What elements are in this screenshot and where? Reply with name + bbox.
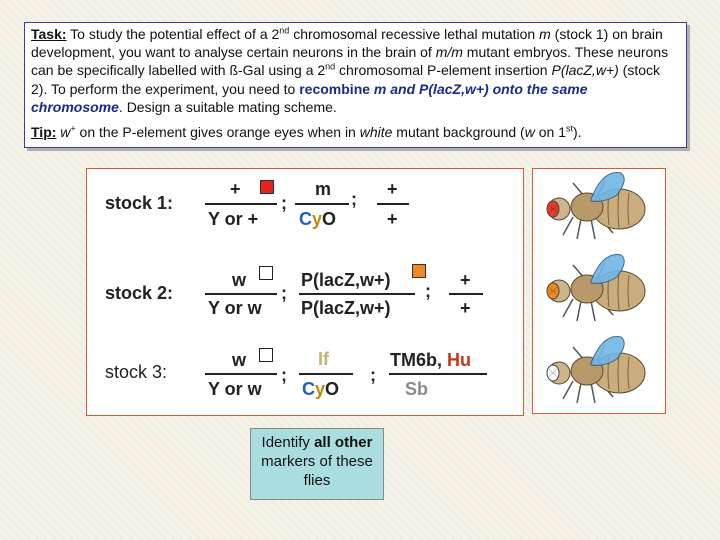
fly-2 bbox=[546, 254, 646, 322]
note-box: Identify all other markers of these flie… bbox=[250, 428, 384, 500]
tip-text: mutant background ( bbox=[392, 124, 525, 141]
tip-label: Tip: bbox=[31, 124, 57, 141]
tip-italic: w bbox=[524, 124, 535, 141]
task-label: Task: bbox=[31, 26, 67, 42]
tip-text: w bbox=[56, 124, 71, 141]
fly-leg bbox=[562, 298, 574, 318]
fly-leg bbox=[562, 380, 574, 400]
red-eye-marker-icon bbox=[260, 180, 274, 194]
stock1-chr3-bottom: + bbox=[387, 209, 398, 229]
stock1-chr2-bottom: CyO bbox=[299, 209, 337, 229]
stock3-chr2-bottom: CyO bbox=[302, 379, 340, 399]
semicolon: ; bbox=[281, 283, 287, 303]
chromosome-divider bbox=[205, 203, 277, 205]
flies-illustration bbox=[546, 172, 646, 404]
tip-sup: + bbox=[70, 123, 76, 134]
stock3-chr2-top: If bbox=[318, 349, 329, 369]
task-paragraph: Task: To study the potential effect of a… bbox=[31, 25, 680, 116]
fly-stripe bbox=[627, 274, 630, 308]
stock1-label: stock 1: bbox=[105, 193, 174, 213]
task-italic: P(lacZ,w+) bbox=[551, 62, 619, 79]
stock1-x-top: + bbox=[230, 179, 241, 199]
semicolon: ; bbox=[351, 189, 357, 209]
task-text: chromosomal recessive lethal mutation bbox=[289, 26, 540, 42]
task-text: (stock 1) on brain development, you want… bbox=[31, 26, 663, 61]
note-text: Identify bbox=[261, 434, 315, 451]
stock2-x-bottom: Y or w bbox=[208, 298, 262, 318]
fly-stripe bbox=[627, 356, 630, 390]
task-text: To study the potential effect of a 2 bbox=[66, 26, 280, 42]
stock3-label: stock 3: bbox=[105, 362, 168, 382]
semicolon: ; bbox=[425, 281, 431, 301]
tip-italic: white bbox=[359, 124, 393, 141]
stock3-chr3-bottom: Sb bbox=[405, 379, 429, 399]
fly-leg bbox=[576, 218, 582, 240]
chromosome-divider bbox=[377, 203, 409, 205]
fly-eye-facets bbox=[548, 368, 558, 378]
tip-paragraph: Tip: w+ on the P-element gives orange ey… bbox=[31, 123, 680, 141]
semicolon: ; bbox=[281, 193, 287, 213]
fly-wing bbox=[590, 336, 625, 366]
task-italic: m bbox=[539, 26, 551, 42]
fly-wing bbox=[590, 254, 625, 284]
stock2-x-top: w bbox=[232, 270, 247, 290]
orange-eye-marker-icon bbox=[412, 264, 426, 278]
tip-text: on 1 bbox=[534, 124, 566, 141]
fly-eye-facets bbox=[548, 204, 558, 214]
white-eye-marker-icon bbox=[259, 266, 273, 280]
white-eye-marker-icon bbox=[259, 348, 273, 362]
chromosome-divider bbox=[449, 293, 483, 295]
stock2-label: stock 2: bbox=[105, 283, 174, 303]
task-bold: recombine bbox=[299, 80, 371, 97]
chromosome-divider bbox=[205, 373, 277, 375]
flies-panel bbox=[532, 168, 666, 414]
stock2-chr2-top: P(lacZ,w+) bbox=[301, 270, 391, 290]
stocks-panel: stock 1: + Y or + ; m CyO ; + + stock 2:… bbox=[86, 168, 524, 416]
fly-leg bbox=[590, 218, 596, 240]
task-text: mutant embryos. These neurons can be spe… bbox=[31, 44, 669, 79]
stock2-chr3-bottom: + bbox=[460, 298, 471, 318]
task-box: Task: To study the potential effect of a… bbox=[24, 22, 687, 148]
stock2-chr2-bottom: P(lacZ,w+) bbox=[301, 298, 391, 318]
tip-text: ). bbox=[573, 124, 582, 141]
task-text: chromosomal P-element insertion bbox=[335, 62, 552, 79]
task-text: . Design a suitable mating scheme. bbox=[118, 98, 337, 115]
stock1-chr2-top: m bbox=[315, 179, 332, 199]
task-sup: nd bbox=[279, 25, 290, 36]
task-italic: m/m bbox=[435, 44, 463, 61]
fly-leg bbox=[590, 382, 596, 404]
fly-3 bbox=[546, 336, 646, 404]
chromosome-divider bbox=[389, 373, 487, 375]
fly-1 bbox=[546, 172, 646, 240]
stock3-chr3-top: TM6b, Hu bbox=[390, 350, 472, 370]
task-text: (stock 2). To perform the experiment, yo… bbox=[31, 62, 661, 97]
stock3-x-bottom: Y or w bbox=[208, 379, 262, 399]
chromosome-divider bbox=[299, 293, 415, 295]
fly-eye bbox=[546, 200, 560, 218]
fly-eye bbox=[546, 364, 560, 382]
chromosome-divider bbox=[205, 293, 277, 295]
note-bold: all other bbox=[314, 434, 373, 451]
fly-leg bbox=[576, 382, 582, 404]
fly-stripe bbox=[627, 192, 630, 226]
chromosome-divider bbox=[295, 203, 349, 205]
tip-text: on the P-element gives orange eyes when … bbox=[75, 124, 360, 141]
stock1-chr3-top: + bbox=[387, 179, 398, 199]
stock3-x-top: w bbox=[232, 350, 247, 370]
fly-leg bbox=[590, 300, 596, 322]
task-sup: nd bbox=[325, 61, 336, 72]
task-bold: m and P(lacZ,w+) onto the same chromosom… bbox=[31, 80, 588, 115]
fly-leg bbox=[562, 216, 574, 236]
semicolon: ; bbox=[281, 365, 287, 385]
note-text: markers of these flies bbox=[261, 453, 373, 489]
stock1-x-bottom: Y or + bbox=[208, 209, 259, 229]
stock2-chr3-top: + bbox=[460, 270, 471, 290]
fly-eye-facets bbox=[548, 286, 558, 296]
fly-leg bbox=[576, 300, 582, 322]
fly-eye bbox=[546, 282, 560, 300]
semicolon: ; bbox=[370, 365, 376, 385]
chromosome-divider bbox=[299, 373, 353, 375]
fly-wing bbox=[590, 172, 625, 202]
tip-sup: st bbox=[565, 123, 573, 134]
